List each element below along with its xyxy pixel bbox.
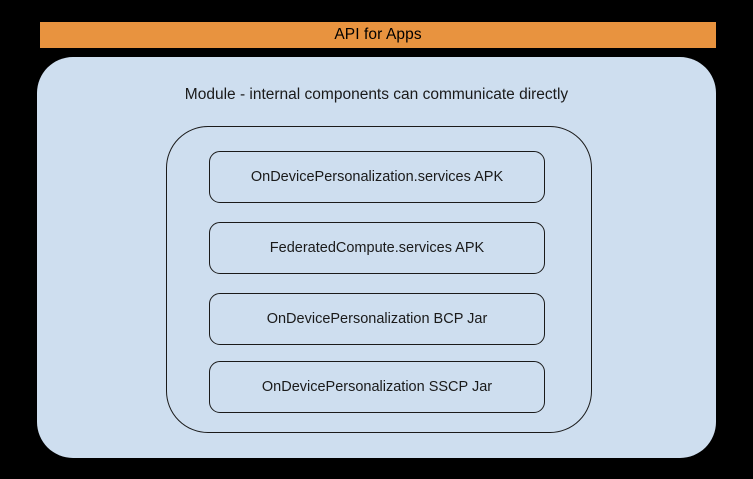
component-box-ondevicepersonalization-sscp-jar: OnDevicePersonalization SSCP Jar bbox=[209, 361, 545, 413]
module-container: Module - internal components can communi… bbox=[37, 57, 716, 458]
api-for-apps-label: API for Apps bbox=[334, 26, 422, 44]
api-for-apps-banner: API for Apps bbox=[40, 22, 716, 48]
component-box-ondevicepersonalization-services-apk: OnDevicePersonalization.services APK bbox=[209, 151, 545, 203]
component-label: OnDevicePersonalization.services APK bbox=[250, 168, 504, 185]
module-caption: Module - internal components can communi… bbox=[184, 86, 569, 103]
component-label: FederatedCompute.services APK bbox=[269, 239, 485, 256]
component-label: OnDevicePersonalization SSCP Jar bbox=[261, 378, 493, 395]
component-box-ondevicepersonalization-bcp-jar: OnDevicePersonalization BCP Jar bbox=[209, 293, 545, 345]
component-box-federatedcompute-services-apk: FederatedCompute.services APK bbox=[209, 222, 545, 274]
component-label: OnDevicePersonalization BCP Jar bbox=[266, 310, 488, 327]
internal-components-group bbox=[166, 126, 592, 433]
